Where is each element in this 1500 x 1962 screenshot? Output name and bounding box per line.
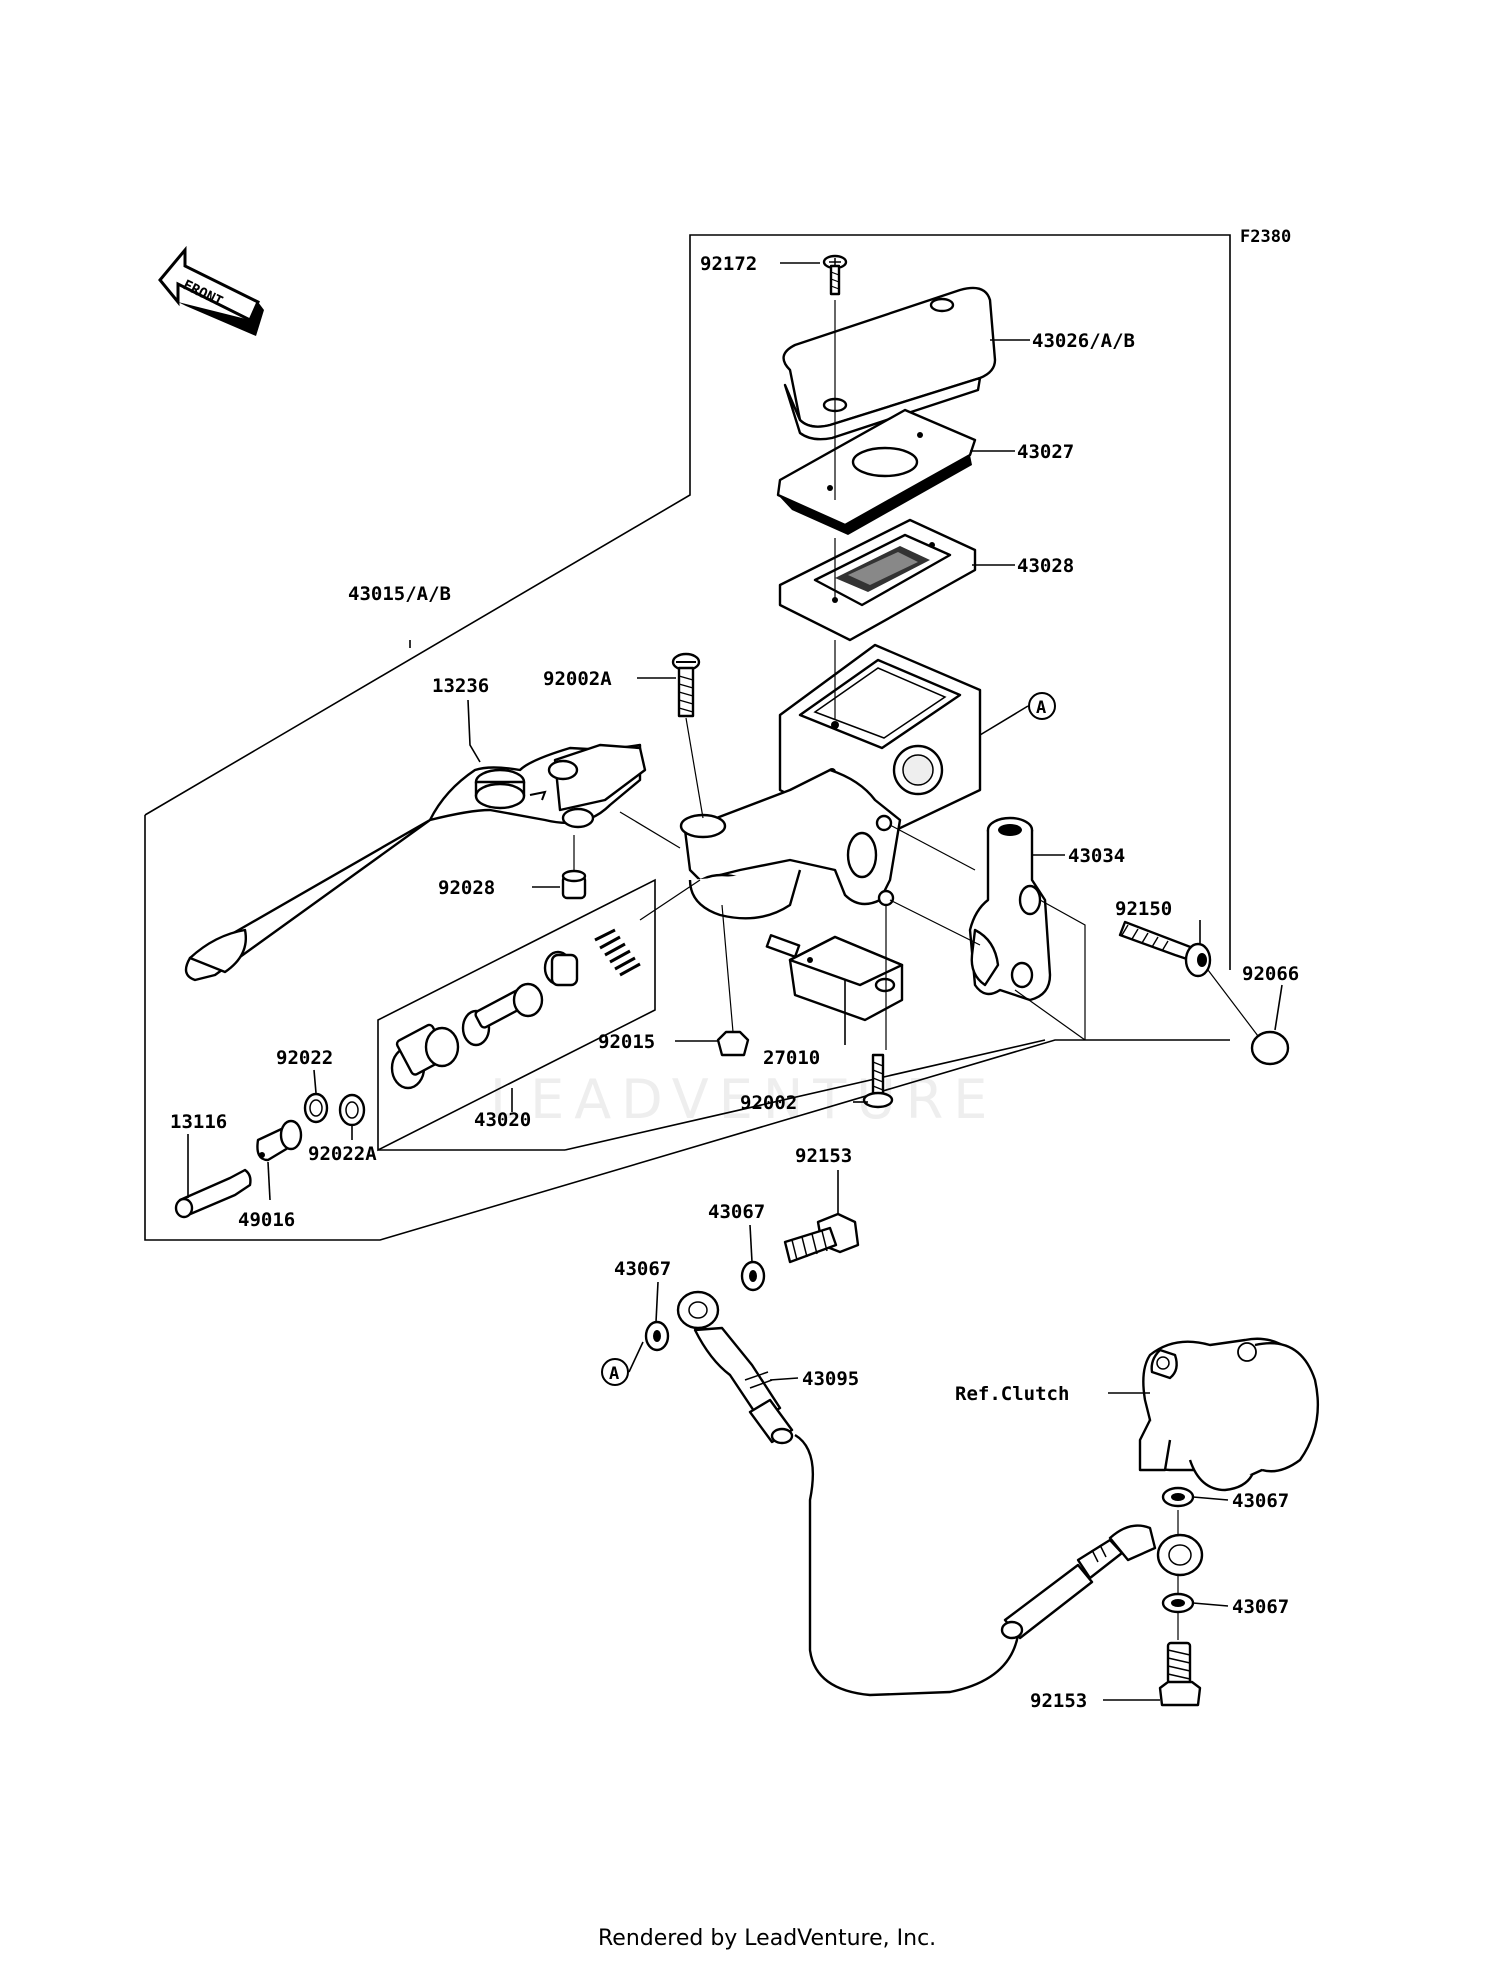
bolt-92153-upper	[783, 1212, 860, 1264]
label-43015: 43015/A/B	[348, 583, 451, 605]
circlip-92022	[303, 1092, 329, 1124]
label-92150: 92150	[1115, 898, 1172, 920]
leader-lines	[187, 262, 1283, 1701]
label-92066: 92066	[1242, 963, 1299, 985]
label-13116: 13116	[170, 1111, 227, 1133]
label-92002A: 92002A	[543, 668, 612, 690]
label-92172: 92172	[700, 253, 757, 275]
screw-92002	[862, 1053, 894, 1109]
label-92022A: 92022A	[308, 1143, 377, 1165]
push-rod-13116	[174, 1168, 252, 1219]
ref-marker-a-hose: A	[601, 1358, 629, 1386]
label-43034: 43034	[1068, 845, 1125, 867]
screw-92002A	[671, 652, 701, 718]
label-43067-d: 43067	[1232, 1596, 1289, 1618]
clutch-switch	[765, 934, 904, 1022]
figure-code: F2380	[1240, 227, 1291, 247]
label-49016: 49016	[238, 1209, 295, 1231]
washer-43067-b	[644, 1320, 670, 1352]
reservoir-plate	[776, 408, 977, 535]
ref-marker-a-top: A	[1028, 692, 1056, 720]
bolt-92150	[1118, 920, 1212, 978]
boot-49016	[256, 1119, 303, 1162]
bolt-92153-lower	[1158, 1641, 1202, 1707]
cap-92066	[1250, 1030, 1290, 1066]
footer-credit: Rendered by LeadVenture, Inc.	[598, 1926, 936, 1951]
label-92022: 92022	[276, 1047, 333, 1069]
label-43067-c: 43067	[1232, 1490, 1289, 1512]
part-labels: 92172 43026/A/B 43027 43028 43015/A/B 13…	[170, 253, 1299, 1712]
diaphragm	[778, 518, 977, 642]
label-ref-clutch: Ref.Clutch	[955, 1383, 1069, 1405]
screw-92172	[822, 254, 848, 296]
front-arrow-icon: FRONT	[158, 245, 264, 336]
label-43020: 43020	[474, 1109, 531, 1131]
label-92153-lower: 92153	[1030, 1690, 1087, 1712]
master-cylinder-body	[679, 643, 982, 920]
label-13236: 13236	[432, 675, 489, 697]
washer-92022A	[338, 1093, 366, 1127]
label-43027: 43027	[1017, 441, 1074, 463]
piston-kit	[390, 928, 641, 1090]
nut-92015	[716, 1030, 750, 1057]
label-43095: 43095	[802, 1368, 859, 1390]
label-43026: 43026/A/B	[1032, 330, 1135, 352]
label-92002: 92002	[740, 1092, 797, 1114]
washer-43067-d	[1161, 1592, 1195, 1614]
label-43067-a: 43067	[708, 1201, 765, 1223]
assembly-outline-main	[144, 234, 1231, 970]
label-92028: 92028	[438, 877, 495, 899]
piston-kit-outline	[377, 878, 656, 1152]
clutch-lever	[184, 743, 647, 982]
label-43067-b: 43067	[614, 1258, 671, 1280]
brake-hose-43095	[676, 1290, 1204, 1697]
handlebar-clamp	[968, 816, 1052, 1002]
svg-text:A: A	[609, 1364, 619, 1384]
washer-43067-a	[740, 1260, 766, 1292]
label-92015: 92015	[598, 1031, 655, 1053]
svg-text:A: A	[1036, 698, 1046, 718]
label-92153-upper: 92153	[795, 1145, 852, 1167]
clutch-release-cylinder	[1138, 1337, 1320, 1492]
reservoir-cap	[782, 286, 997, 441]
assembly-outline-lever	[144, 815, 1230, 1241]
label-43028: 43028	[1017, 555, 1074, 577]
watermark: LEADVENTURE	[490, 1068, 997, 1131]
washer-43067-c	[1161, 1486, 1195, 1508]
label-27010: 27010	[763, 1047, 820, 1069]
collar-92028	[561, 869, 587, 900]
